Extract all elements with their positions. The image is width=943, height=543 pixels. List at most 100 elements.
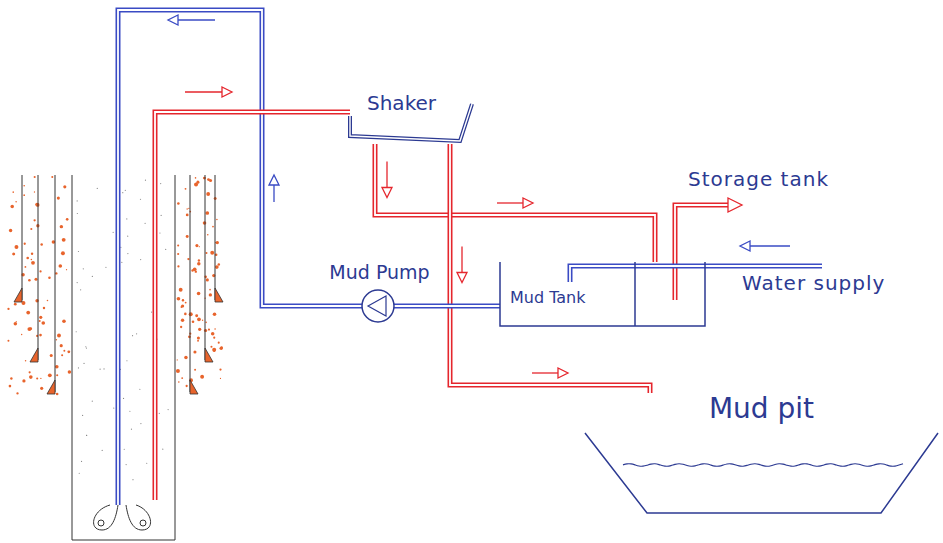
mud-dot bbox=[77, 213, 78, 214]
soil-dot bbox=[22, 379, 25, 382]
mud-dot bbox=[122, 192, 123, 193]
soil-dot bbox=[14, 303, 17, 306]
soil-dot bbox=[212, 348, 216, 352]
soil-dot bbox=[61, 354, 63, 356]
mud-dot bbox=[77, 200, 78, 201]
soil-dot bbox=[182, 299, 184, 301]
mud-dot bbox=[78, 367, 79, 368]
soil-dot bbox=[197, 340, 199, 342]
soil-dot bbox=[181, 319, 184, 322]
mud-dot bbox=[80, 289, 81, 290]
pit-outline bbox=[585, 433, 938, 513]
soil-dot bbox=[40, 387, 43, 390]
soil-dot bbox=[23, 185, 25, 187]
mud-dot bbox=[103, 368, 104, 369]
pipe-core bbox=[394, 305, 437, 307]
mud-dot bbox=[83, 268, 84, 269]
soil-dot bbox=[195, 244, 198, 247]
soil-dot bbox=[185, 302, 187, 304]
soil-dot bbox=[7, 308, 9, 310]
mud-dot bbox=[92, 276, 93, 277]
mud-dot bbox=[92, 401, 93, 402]
soil-dot bbox=[177, 359, 178, 360]
soil-dot bbox=[186, 208, 187, 209]
soil-dot bbox=[177, 253, 179, 255]
soil-dot bbox=[55, 365, 59, 369]
soil-dot bbox=[12, 252, 15, 255]
soil-dot bbox=[67, 350, 70, 353]
pipe-core bbox=[450, 144, 650, 393]
soil-dot bbox=[39, 316, 42, 319]
soil-dot bbox=[177, 244, 179, 246]
mud-pit: Mud pit bbox=[585, 393, 938, 515]
soil-dot bbox=[178, 381, 180, 383]
casing-line bbox=[55, 175, 56, 392]
flow-arrow bbox=[750, 245, 790, 246]
soil-dot bbox=[182, 299, 184, 301]
soil-dot bbox=[41, 321, 45, 325]
soil-dot bbox=[34, 191, 35, 192]
mud-pump: Mud Pump bbox=[322, 262, 437, 326]
soil-dot bbox=[196, 181, 199, 184]
soil-dot bbox=[25, 360, 26, 361]
flow-arrow bbox=[461, 247, 462, 273]
pipe-label: Storage tank bbox=[688, 168, 829, 191]
pipe-core bbox=[437, 305, 500, 307]
soil-dot bbox=[40, 378, 41, 379]
soil-dot bbox=[50, 354, 53, 357]
mud-dot bbox=[136, 333, 137, 334]
soil-dot bbox=[208, 328, 210, 330]
soil-dot bbox=[31, 253, 33, 255]
soil-dot bbox=[26, 257, 29, 260]
mud-dot bbox=[132, 479, 133, 480]
soil-dot bbox=[194, 369, 196, 371]
tank-divider bbox=[634, 262, 636, 326]
arrow-head bbox=[269, 175, 279, 185]
soil-dot bbox=[204, 329, 207, 332]
soil-dot bbox=[60, 225, 63, 228]
mud-dot bbox=[126, 218, 127, 219]
soil-dot bbox=[7, 340, 9, 342]
soil-dot bbox=[62, 320, 66, 324]
hole-bottom bbox=[72, 540, 175, 541]
soil-dot bbox=[197, 337, 200, 340]
mud-dot bbox=[81, 461, 82, 462]
soil-dot bbox=[184, 313, 187, 316]
soil-dot bbox=[181, 377, 183, 379]
casing-shoe bbox=[47, 380, 55, 394]
soil-dot bbox=[177, 265, 179, 267]
casing-shoe bbox=[190, 380, 198, 394]
arrow-head bbox=[457, 273, 467, 283]
flow-arrow bbox=[178, 19, 215, 20]
soil-dot bbox=[26, 311, 30, 315]
soil-dot bbox=[28, 279, 31, 282]
soil-dot bbox=[63, 185, 66, 188]
soil-dot bbox=[47, 300, 49, 302]
soil-dot bbox=[189, 312, 193, 316]
soil-dot bbox=[57, 334, 61, 338]
soil-dot bbox=[66, 218, 69, 221]
bit-roller bbox=[140, 520, 146, 526]
mud-dot bbox=[131, 429, 132, 430]
soil-dot bbox=[198, 328, 201, 331]
arrow-head bbox=[222, 87, 232, 97]
soil-dot bbox=[193, 267, 197, 271]
soil-dot bbox=[218, 263, 221, 266]
casing-line bbox=[190, 175, 191, 392]
arrow-head bbox=[523, 198, 533, 208]
soil-dot bbox=[179, 288, 183, 292]
soil-dot bbox=[29, 375, 33, 379]
mud-dot bbox=[127, 236, 128, 237]
mud-dot bbox=[121, 262, 122, 263]
soil-dot bbox=[57, 197, 60, 200]
soil-dot bbox=[10, 205, 14, 209]
mud-dot bbox=[126, 360, 127, 361]
soil-dot bbox=[193, 350, 196, 353]
flow-arrow bbox=[386, 162, 387, 188]
mud-tank: Mud Tank bbox=[500, 262, 705, 326]
soil-dot bbox=[185, 188, 187, 190]
soil-dot bbox=[10, 377, 12, 379]
soil-dot bbox=[198, 259, 200, 261]
mud-dot bbox=[83, 363, 84, 364]
